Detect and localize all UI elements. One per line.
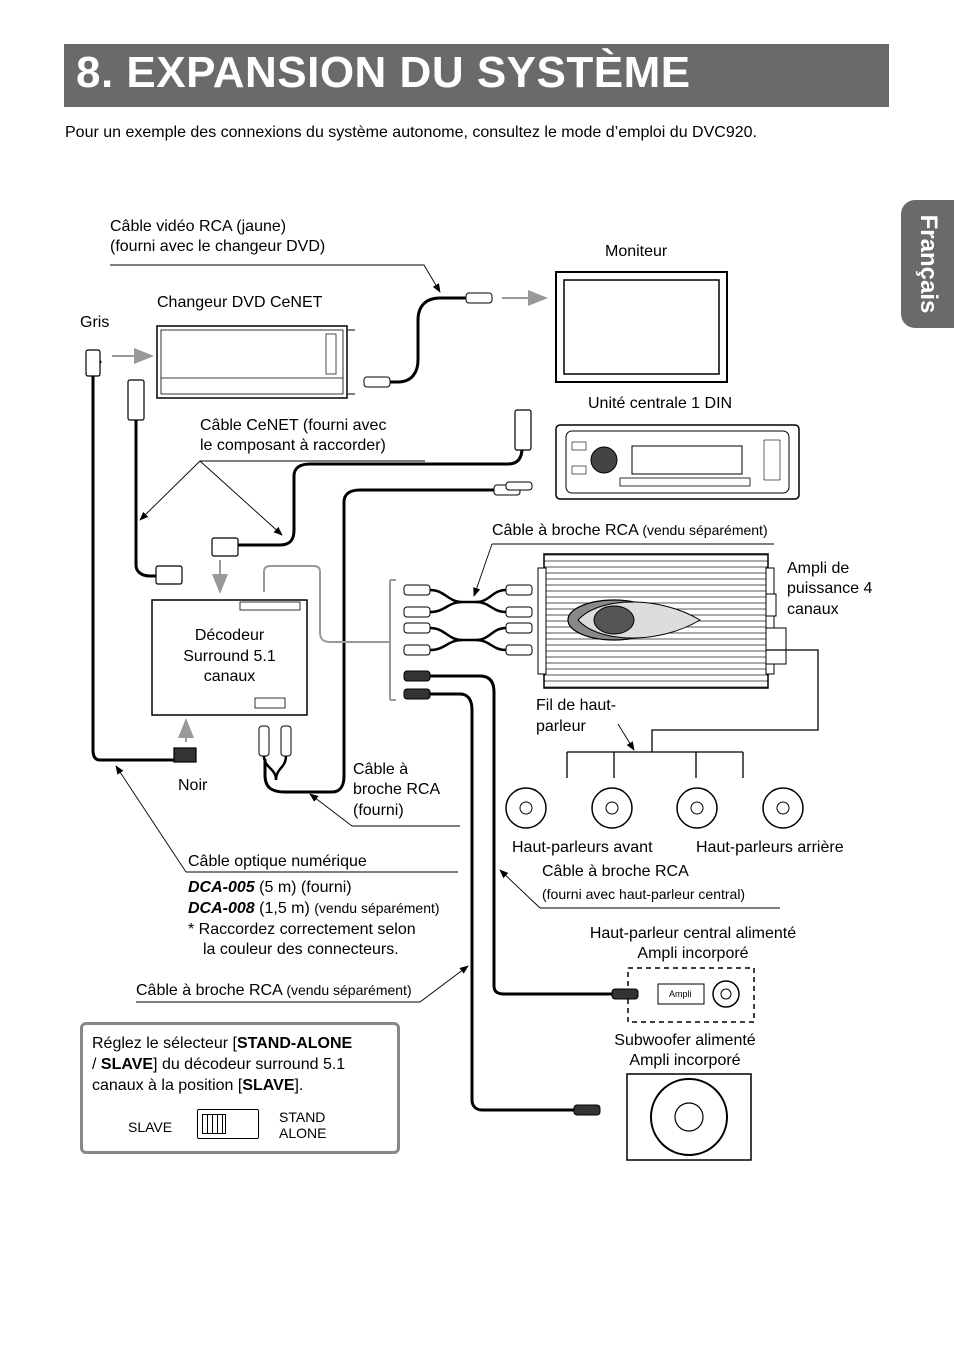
switch-label-stand: STAND (279, 1109, 326, 1125)
switch-label-alone: ALONE (279, 1125, 327, 1141)
intro-text: Pour un exemple des connexions du systèm… (65, 124, 757, 141)
rca-supplied-label-1: Câble à (353, 761, 409, 778)
amp-label-1: Ampli de (787, 560, 850, 577)
leader-lines (110, 264, 780, 1003)
page-title: 8. EXPANSION DU SYSTÈME (76, 48, 691, 97)
slave-standalone-switch[interactable] (197, 1109, 259, 1139)
note-label-2: la couleur des connecteurs. (203, 941, 399, 958)
monitor-device (555, 271, 728, 383)
gris-label: Gris (80, 314, 110, 331)
dca005-label: DCA-005 (5 m) (fourni) (188, 879, 352, 896)
dvd-changer-device (156, 325, 355, 399)
decoder-device (151, 599, 308, 716)
gray-guides (112, 290, 548, 742)
rca-pin-sep-label: Câble à broche RCA (vendu séparément) (492, 522, 768, 539)
rca-supplied-label-2: broche RCA (353, 781, 441, 798)
rca-splitters (429, 588, 507, 652)
optical-cable-label: Câble optique numérique (188, 853, 367, 870)
speaker-wires (566, 649, 819, 778)
front-speakers-label: Haut-parleurs avant (512, 839, 653, 856)
language-tab[interactable]: Français (901, 200, 954, 328)
dvd-changer-label: Changeur DVD CeNET (157, 294, 323, 311)
decoder-label-3: canaux (203, 668, 256, 685)
cenet-cable-label-2: le composant à raccorder) (200, 437, 386, 454)
decoder-label-2: Surround 5.1 (183, 648, 276, 665)
front-speaker-left (505, 787, 547, 829)
title-bar: 8. EXPANSION DU SYSTÈME (64, 44, 889, 107)
front-speaker-right (591, 787, 633, 829)
rear-speaker-left (676, 787, 718, 829)
rca-sep-2-label: Câble à broche RCA (vendu séparément) (136, 982, 412, 999)
dca008-label: DCA-008 (1,5 m) (vendu séparément) (188, 900, 440, 917)
note-label-1: * Raccordez correctement selon (188, 921, 416, 938)
video-cable-label-1: Câble vidéo RCA (jaune) (110, 218, 287, 235)
speaker-wire-label-1: Fil de haut- (536, 697, 617, 714)
instruction-box: Réglez le sélecteur [STAND-ALONE / SLAVE… (80, 1022, 400, 1154)
amp-label-2: puissance 4 (787, 580, 873, 597)
head-unit-device (555, 424, 800, 500)
instruction-text: Réglez le sélecteur [STAND-ALONE / SLAVE… (92, 1035, 353, 1094)
rear-speakers-label: Haut-parleurs arrière (696, 839, 844, 856)
center-speaker-device (627, 967, 755, 1023)
rca-plugs (258, 292, 639, 1116)
rca-supplied-label-3: (fourni) (353, 802, 404, 819)
speaker-wire-label-2: parleur (536, 718, 586, 735)
rca-center-label-2: (fourni avec haut-parleur central) (542, 886, 746, 902)
cenet-cable-label-1: Câble CeNET (fourni avec (200, 417, 387, 434)
decoder-label-1: Décodeur (194, 627, 265, 644)
amp-label-3: canaux (787, 601, 839, 618)
rear-speaker-right (762, 787, 804, 829)
monitor-label: Moniteur (605, 243, 668, 260)
head-unit-label: Unité centrale 1 DIN (588, 395, 733, 412)
subwoofer-label-1: Subwoofer alimenté (614, 1032, 756, 1049)
ampli-badge: Ampli (669, 989, 692, 999)
switch-knob (202, 1114, 226, 1134)
center-speaker-label-1: Haut-parleur central alimenté (589, 925, 797, 942)
video-cable-label-2: (fourni avec le changeur DVD) (110, 238, 326, 255)
switch-label-slave: SLAVE (128, 1119, 173, 1135)
subwoofer-label-2: Ampli incorporé (629, 1052, 741, 1069)
rca-center-label-1: Câble à broche RCA (542, 863, 689, 880)
noir-label: Noir (178, 777, 208, 794)
din-plugs (85, 349, 532, 763)
amplifier-device (537, 553, 787, 689)
center-speaker-label-2: Ampli incorporé (637, 945, 749, 962)
rca-y-decoder (262, 755, 288, 781)
subwoofer-device (626, 1073, 752, 1161)
